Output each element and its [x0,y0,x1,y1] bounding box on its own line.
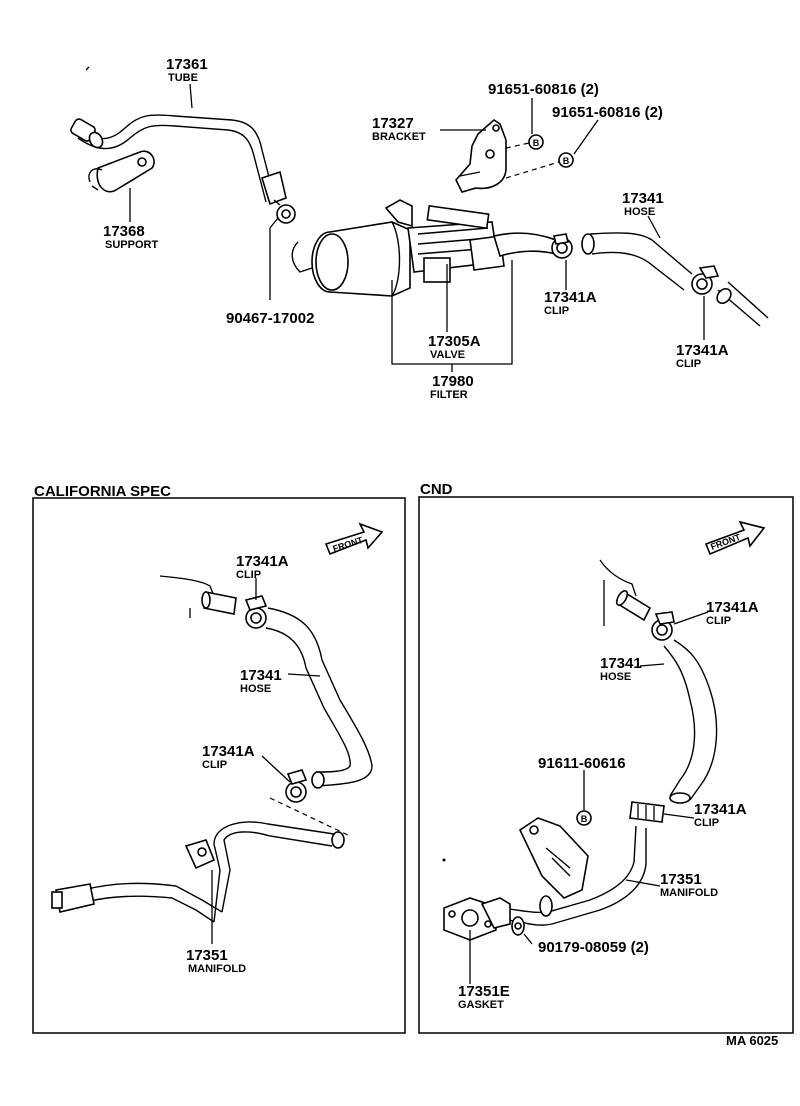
bolts-91651-60816: B B [505,134,574,179]
filter-name: FILTER [430,389,468,401]
svg-text:B: B [581,814,588,824]
cnd-hose-number: 17341 [600,655,642,672]
clip-90467-17002 [273,199,296,224]
california-hose-number: 17341 [240,667,282,684]
cnd-title: CND [420,481,453,498]
diagram-code: MA 6025 [726,1033,778,1048]
labels-top: 17361 TUBE 17368 SUPPORT 90467-17002 173… [103,56,729,401]
cnd-panel: CND FRONT B [418,481,794,1034]
filter-number: 17980 [432,373,474,390]
california-manifold-name: MANIFOLD [188,963,246,975]
cnd-gasket-name: GASKET [458,999,504,1011]
tube-17361 [70,114,287,206]
front-arrow-icon: FRONT [704,520,766,556]
top-assembly: B B [70,56,769,401]
clip-top-2-name: CLIP [676,358,701,370]
tube-number: 17361 [166,56,208,73]
valve-name: VALVE [430,349,465,361]
hose-17341-top [551,232,769,327]
support-name: SUPPORT [105,239,158,251]
leaders-top [129,83,705,372]
bracket-name: BRACKET [372,131,426,143]
clip-top-2-number: 17341A [676,342,729,359]
cnd-hose-name: HOSE [600,671,631,683]
svg-text:B: B [533,138,540,148]
cnd-clip-1-number: 17341A [706,599,759,616]
clip-top-1-name: CLIP [544,305,569,317]
support-17368 [88,150,155,193]
cnd-bolt-number: 91611-60616 [538,755,626,772]
cnd-nut-number: 90179-08059 (2) [538,939,649,956]
california-clip-1-name: CLIP [236,569,261,581]
hose-top-name: HOSE [624,206,655,218]
california-spec-panel: CALIFORNIA SPEC FRONT [32,483,406,1034]
bracket-bolt-2-number: 91651-60816 (2) [552,104,663,121]
hose-top-number: 17341 [622,190,664,207]
cnd-clip-2-name: CLIP [694,817,719,829]
bracket-bolt-1-number: 91651-60816 (2) [488,81,599,98]
front-arrow-icon: FRONT [324,522,384,556]
cnd-manifold-name: MANIFOLD [660,887,718,899]
valve-number: 17305A [428,333,481,350]
support-number: 17368 [103,223,145,240]
stray-mark [85,66,90,71]
bracket-17327 [455,118,507,193]
cnd-gasket-number: 17351E [458,983,510,1000]
california-manifold-number: 17351 [186,947,228,964]
california-hose-name: HOSE [240,683,271,695]
california-clip-2-number: 17341A [202,743,255,760]
cnd-front-label: FRONT [709,532,742,552]
tube-name: TUBE [168,72,198,84]
california-title: CALIFORNIA SPEC [34,483,171,500]
cnd-clip-2-number: 17341A [694,801,747,818]
svg-text:B: B [563,156,570,166]
california-clip-2-name: CLIP [202,759,227,771]
cnd-manifold-number: 17351 [660,871,702,888]
cnd-clip-1-name: CLIP [706,615,731,627]
clip-top-1-number: 17341A [544,289,597,306]
california-clip-1-number: 17341A [236,553,289,570]
bracket-number: 17327 [372,115,414,132]
tube-clip-number: 90467-17002 [226,310,314,327]
filter-assembly-17980 [291,199,557,297]
